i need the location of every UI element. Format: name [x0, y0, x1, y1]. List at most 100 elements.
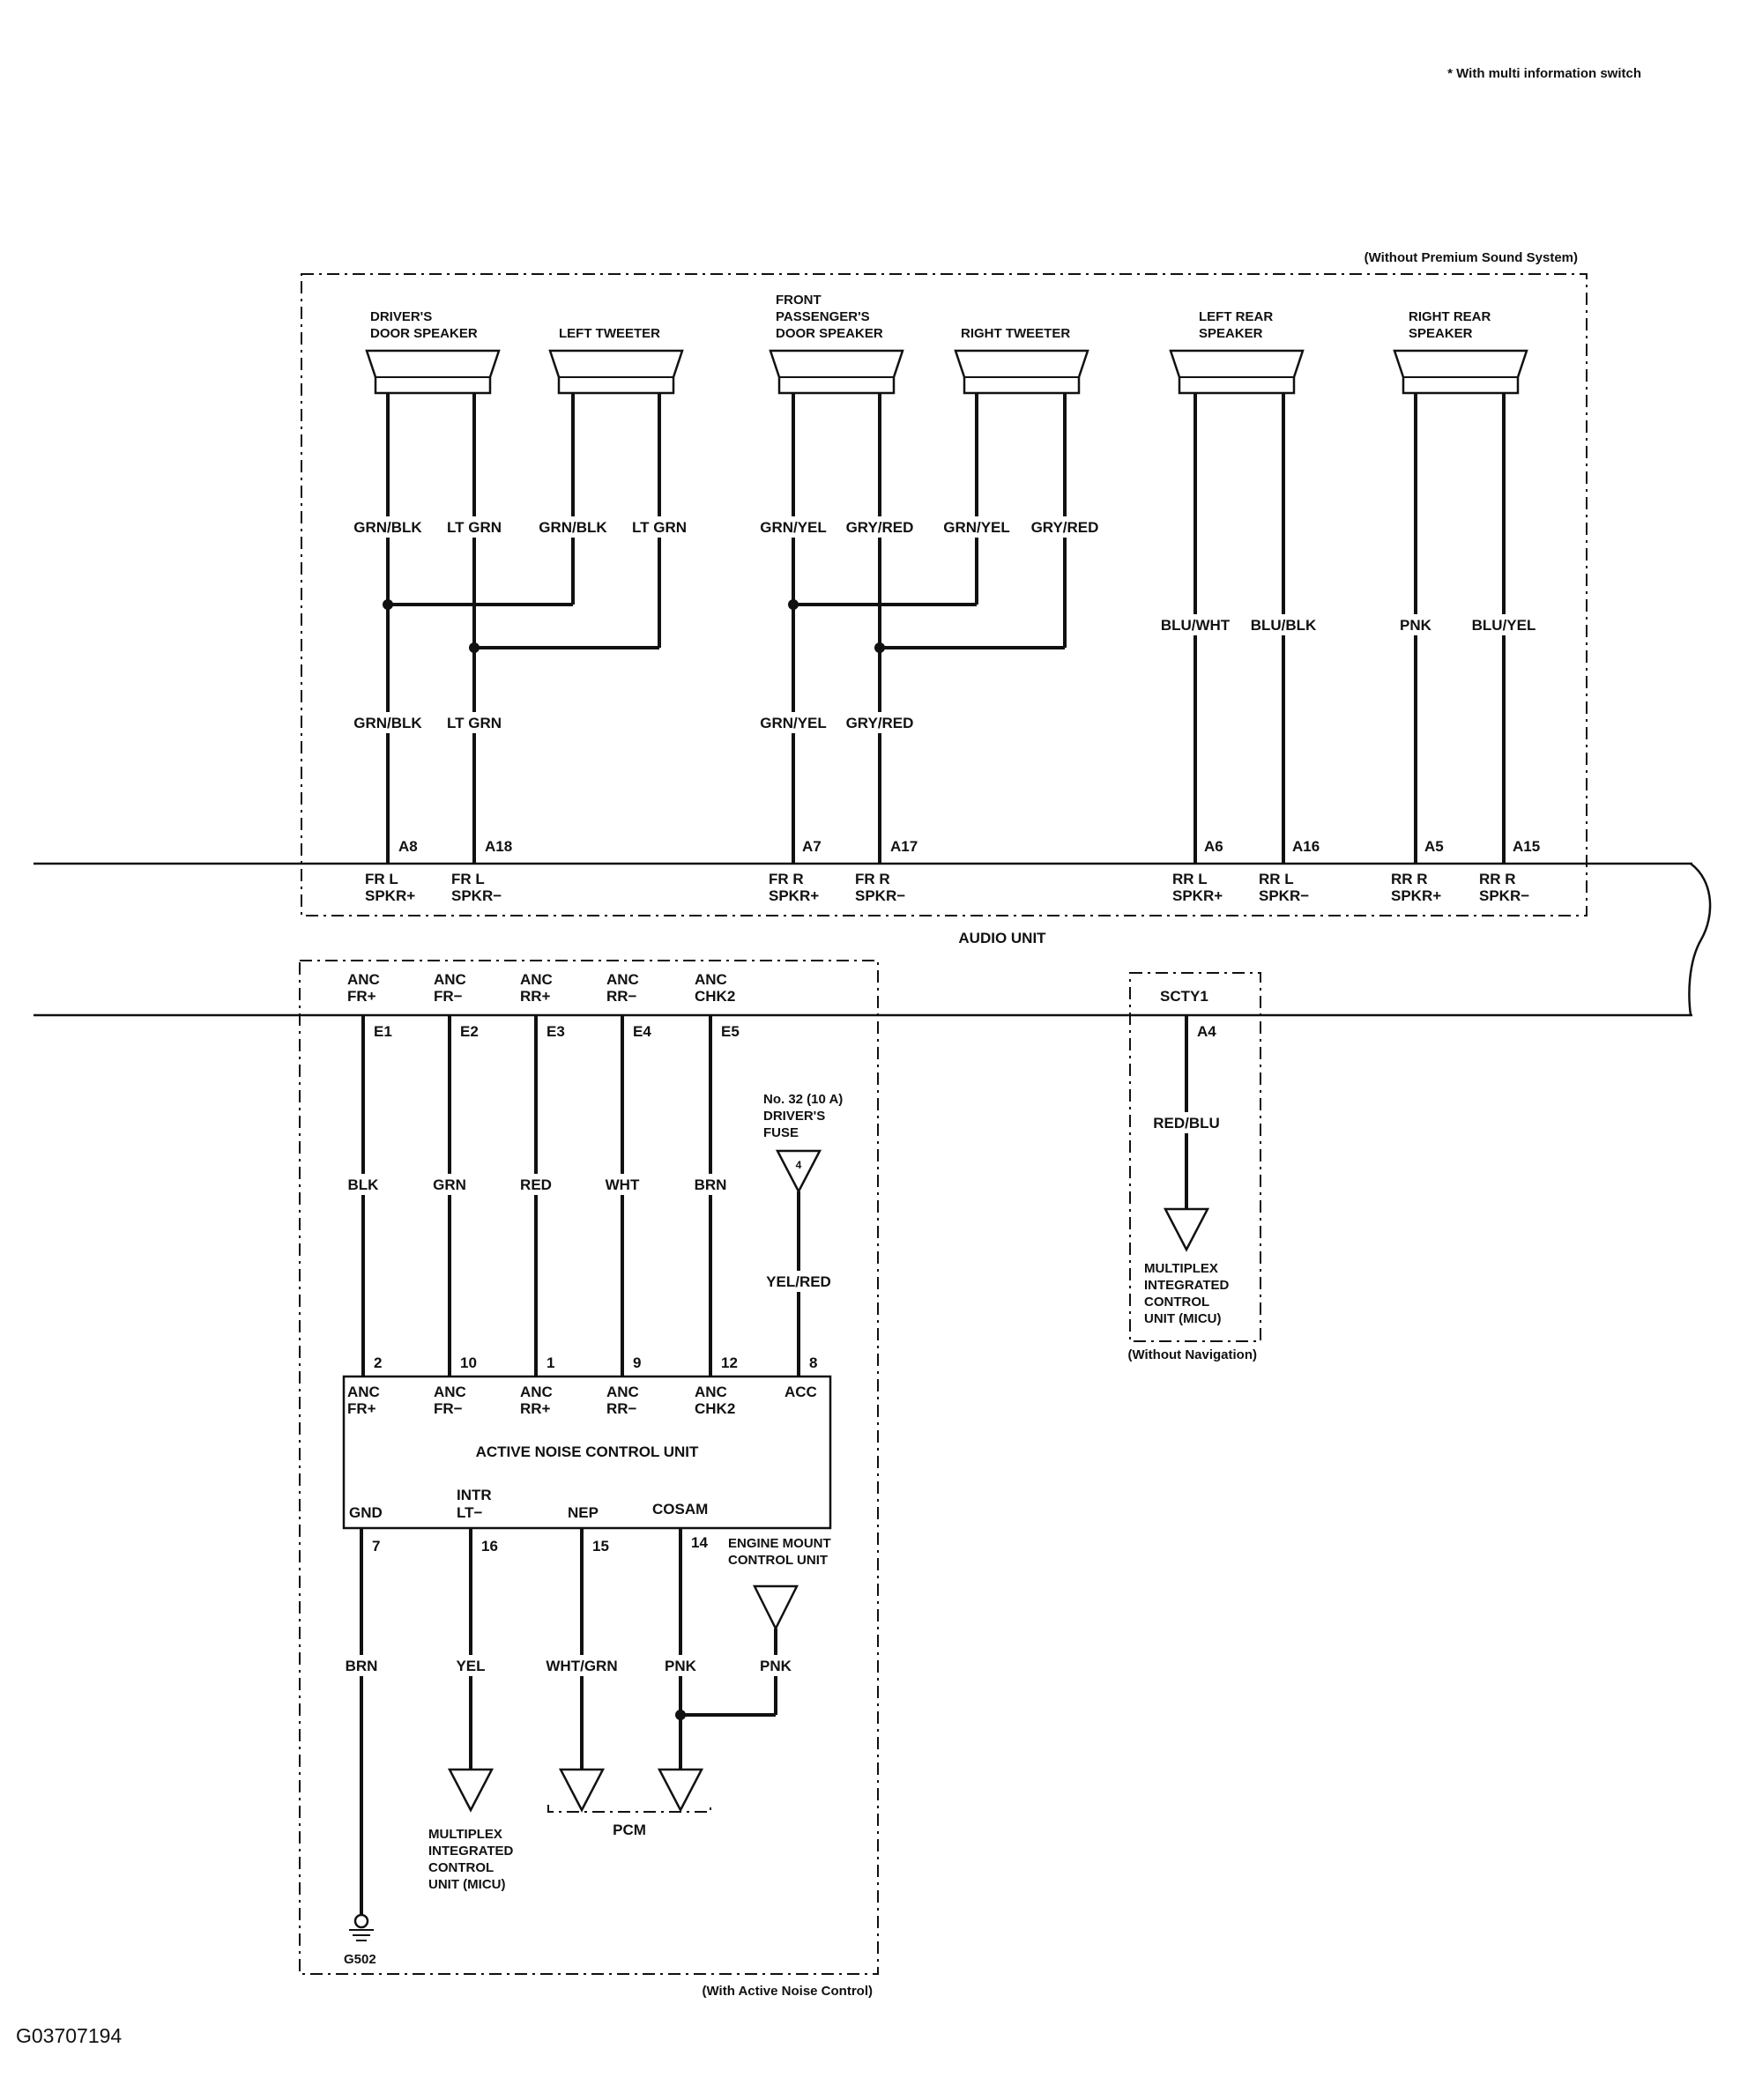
- svg-text:MULTIPLEX: MULTIPLEX: [1144, 1261, 1218, 1276]
- svg-text:CONTROL: CONTROL: [428, 1860, 494, 1875]
- svg-text:RR L: RR L: [1172, 871, 1208, 887]
- svg-text:GRN/YEL: GRN/YEL: [760, 715, 827, 731]
- ground-label: G502: [344, 1952, 376, 1967]
- svg-text:SPEAKER: SPEAKER: [1199, 326, 1263, 341]
- svg-text:LEFT REAR: LEFT REAR: [1199, 309, 1273, 324]
- svg-text:FR+: FR+: [347, 1400, 376, 1417]
- svg-text:SPKR−: SPKR−: [855, 887, 905, 904]
- svg-text:ANC: ANC: [520, 971, 553, 988]
- svg-text:A18: A18: [485, 838, 512, 855]
- svg-text:FRONT: FRONT: [776, 293, 822, 308]
- anc-unit-title: ACTIVE NOISE CONTROL UNIT: [476, 1443, 699, 1460]
- svg-text:14: 14: [691, 1534, 708, 1551]
- figure-id: G03707194: [16, 2024, 122, 2047]
- svg-text:BRN: BRN: [346, 1658, 378, 1674]
- svg-text:GND: GND: [349, 1504, 383, 1521]
- engine-mount-control-unit: ENGINE MOUNT CONTROL UNIT: [728, 1536, 831, 1631]
- micu-bottom-label: MULTIPLEX INTEGRATED CONTROL UNIT (MICU): [428, 1827, 514, 1892]
- svg-text:CONTROL: CONTROL: [1144, 1295, 1209, 1310]
- svg-text:FR L: FR L: [451, 871, 485, 887]
- svg-text:A15: A15: [1513, 838, 1540, 855]
- svg-text:FR R: FR R: [769, 871, 804, 887]
- svg-text:RR−: RR−: [606, 1400, 637, 1417]
- svg-text:ANC: ANC: [434, 971, 466, 988]
- svg-text:RR R: RR R: [1391, 871, 1428, 887]
- svg-text:FUSE: FUSE: [763, 1125, 799, 1140]
- svg-text:PASSENGER'S: PASSENGER'S: [776, 309, 870, 324]
- anc-input-wiring: [361, 1015, 800, 1377]
- svg-text:GRY/RED: GRY/RED: [1031, 519, 1099, 536]
- svg-text:MULTIPLEX: MULTIPLEX: [428, 1827, 502, 1842]
- svg-text:RR−: RR−: [606, 988, 637, 1005]
- svg-text:E2: E2: [460, 1023, 479, 1040]
- svg-text:FR−: FR−: [434, 988, 463, 1005]
- svg-text:1: 1: [547, 1354, 554, 1371]
- rear-wiring: [1193, 393, 1506, 864]
- svg-text:FR L: FR L: [365, 871, 398, 887]
- speaker-drivers-door: DRIVER'S DOOR SPEAKER: [365, 309, 501, 395]
- svg-text:GRY/RED: GRY/RED: [846, 519, 914, 536]
- svg-text:SPKR+: SPKR+: [365, 887, 415, 904]
- splice-point: [383, 599, 393, 610]
- svg-text:A16: A16: [1292, 838, 1320, 855]
- svg-text:ANC: ANC: [606, 1384, 639, 1400]
- box-without-navigation: [1129, 972, 1261, 1342]
- svg-text:LEFT TWEETER: LEFT TWEETER: [559, 326, 660, 341]
- note-with-anc: (With Active Noise Control): [703, 1984, 873, 1999]
- svg-text:ANC: ANC: [347, 971, 380, 988]
- audio-terminals-upper: FR L SPKR+ FR L SPKR− FR R SPKR+ FR R SP…: [365, 871, 1529, 904]
- front-right-wiring: [788, 393, 1067, 864]
- svg-text:PNK: PNK: [1400, 617, 1432, 634]
- svg-text:FR+: FR+: [347, 988, 376, 1005]
- svg-text:FR R: FR R: [855, 871, 890, 887]
- pcm-group: PCM: [547, 1805, 711, 1838]
- svg-text:YEL: YEL: [456, 1658, 485, 1674]
- svg-text:LT−: LT−: [457, 1504, 483, 1521]
- wire-labels-top: GRN/BLK LT GRN GRN/BLK LT GRN GRN/YEL GR…: [351, 516, 1543, 733]
- svg-text:ANC: ANC: [606, 971, 639, 988]
- note-without-premium: (Without Premium Sound System): [1364, 250, 1578, 265]
- svg-text:9: 9: [633, 1354, 641, 1371]
- svg-text:E5: E5: [721, 1023, 740, 1040]
- anc-bottom-pins: 7 16 15 14: [372, 1534, 708, 1555]
- anc-output-wiring: [360, 1528, 777, 1914]
- svg-text:ANC: ANC: [434, 1384, 466, 1400]
- svg-text:A4: A4: [1197, 1023, 1216, 1040]
- svg-text:15: 15: [592, 1538, 609, 1555]
- svg-text:LT GRN: LT GRN: [632, 519, 687, 536]
- svg-text:CHK2: CHK2: [695, 988, 735, 1005]
- wire-labels-bottom: BRN YEL WHT/GRN PNK PNK: [342, 1655, 797, 1676]
- svg-text:RIGHT REAR: RIGHT REAR: [1409, 309, 1491, 324]
- svg-text:INTEGRATED: INTEGRATED: [428, 1844, 514, 1859]
- svg-text:RED/BLU: RED/BLU: [1153, 1115, 1220, 1132]
- svg-text:FR−: FR−: [434, 1400, 463, 1417]
- svg-text:GRN/YEL: GRN/YEL: [760, 519, 827, 536]
- svg-text:SPEAKER: SPEAKER: [1409, 326, 1473, 341]
- svg-text:RR R: RR R: [1479, 871, 1516, 887]
- svg-text:PNK: PNK: [760, 1658, 792, 1674]
- svg-text:CONTROL UNIT: CONTROL UNIT: [728, 1553, 828, 1568]
- speaker-right-tweeter: RIGHT TWEETER: [954, 326, 1089, 395]
- svg-text:E3: E3: [547, 1023, 565, 1040]
- svg-text:GRN/YEL: GRN/YEL: [943, 519, 1010, 536]
- speaker-front-passenger-door: FRONT PASSENGER'S DOOR SPEAKER: [769, 293, 904, 395]
- svg-text:8: 8: [809, 1354, 817, 1371]
- svg-text:SPKR+: SPKR+: [769, 887, 819, 904]
- svg-text:ANC: ANC: [695, 1384, 727, 1400]
- audio-unit-label: AUDIO UNIT: [958, 930, 1046, 946]
- svg-text:12: 12: [721, 1354, 738, 1371]
- fuse-number: 4: [796, 1159, 802, 1171]
- svg-text:UNIT (MICU): UNIT (MICU): [428, 1877, 505, 1892]
- svg-text:SPKR+: SPKR+: [1391, 887, 1441, 904]
- front-left-wiring: [383, 393, 661, 864]
- footnote-multi-info-switch: * With multi information switch: [1447, 66, 1641, 81]
- svg-text:10: 10: [460, 1354, 477, 1371]
- splice-point: [675, 1710, 686, 1720]
- svg-text:A17: A17: [890, 838, 918, 855]
- ground-g502: G502: [344, 1913, 376, 1967]
- svg-text:RIGHT TWEETER: RIGHT TWEETER: [961, 326, 1070, 341]
- svg-text:NEP: NEP: [568, 1504, 599, 1521]
- svg-text:GRY/RED: GRY/RED: [846, 715, 914, 731]
- svg-text:GRN/BLK: GRN/BLK: [539, 519, 607, 536]
- audio-pins-top: A8 A18 A7 A17 A6 A16 A5 A15: [398, 838, 1540, 855]
